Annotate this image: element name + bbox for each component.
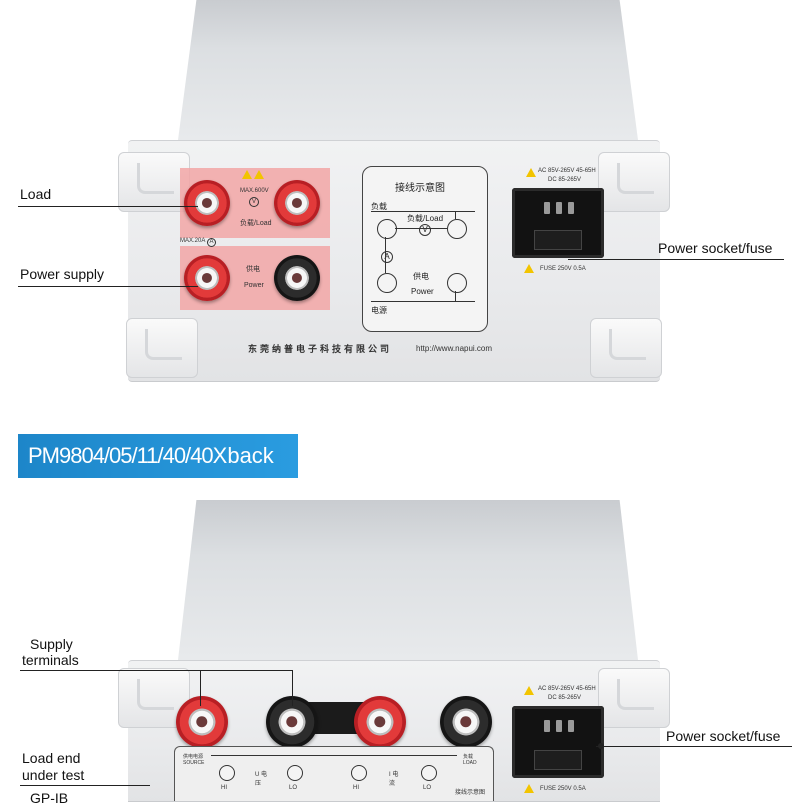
banner-model: PM9804/05/11/40/40X <box>28 443 227 468</box>
power-socket[interactable] <box>512 188 604 258</box>
strip-load-label: 负载 LOAD <box>463 754 477 766</box>
wiring-diagram-line <box>395 228 447 229</box>
socket-ac-spec: AC 85V-265V 45-65H <box>538 686 596 692</box>
strip-hi-left: HI <box>221 785 227 791</box>
load-terminal-right[interactable] <box>274 180 320 226</box>
socket-fuse-spec: FUSE 250V 0.5A <box>540 786 586 792</box>
warning-icon <box>242 170 252 179</box>
wiring-diagram-power-mid: Power <box>411 287 434 296</box>
supply-terminal-right[interactable] <box>274 255 320 301</box>
strip-diagram-label: 接线示意图 <box>455 790 486 796</box>
wiring-diagram-a-symbol: A <box>381 251 393 263</box>
wiring-diagram-source-side: 电源 <box>371 306 387 315</box>
wiring-diagram-load-side: 负载 <box>371 202 387 211</box>
wiring-diagram-line <box>371 301 475 302</box>
wiring-diagram-node <box>377 273 397 293</box>
load-terminal-left[interactable] <box>184 180 230 226</box>
warning-icon <box>524 784 534 793</box>
warning-icon <box>524 686 534 695</box>
strip-node <box>351 765 367 781</box>
banner-suffix: back <box>227 443 274 468</box>
max-current-label: MAX.20A <box>180 238 206 244</box>
wiring-diagram-line <box>385 237 386 273</box>
socket-fuse-spec: FUSE 250V 0.5A <box>540 266 586 272</box>
wiring-diagram-supply-mid: 供电 <box>413 272 429 281</box>
socket-pin <box>556 720 562 732</box>
callout-leader <box>568 259 784 260</box>
strip-node <box>287 765 303 781</box>
load-terminal-lo[interactable] <box>440 696 492 748</box>
wiring-diagram-node <box>377 219 397 239</box>
wiring-diagram-node <box>447 219 467 239</box>
wiring-diagram-line <box>455 211 456 219</box>
callout-load-end-line2: under test <box>22 767 85 783</box>
top-device-lid <box>178 0 638 140</box>
callout-leader <box>200 670 201 706</box>
corner-foot-top-right <box>598 152 670 212</box>
wiring-diagram-line <box>371 211 475 212</box>
strip-node <box>421 765 437 781</box>
callout-leader <box>20 785 150 786</box>
warning-icon <box>254 170 264 179</box>
wiring-diagram-node <box>447 273 467 293</box>
strip-lo-left: LO <box>289 785 298 791</box>
corner-foot-bottom-left <box>126 318 198 378</box>
bottom-device-lid <box>178 500 638 660</box>
warning-icon <box>526 168 536 177</box>
socket-dc-spec: DC 85-265V <box>548 695 582 701</box>
socket-pin <box>568 720 574 732</box>
load-terminal-hi[interactable] <box>354 696 406 748</box>
terminal-label-strip: 供电电源 SOURCE 负载 LOAD HI LO U 电压 I 电流 HI L… <box>174 746 494 801</box>
load-label: 负载/Load <box>240 220 272 227</box>
wiring-diagram: 接线示意图 负载 负载/Load V A 供电 Power 电源 <box>362 166 488 332</box>
power-socket[interactable] <box>512 706 604 778</box>
socket-dc-spec: DC 85-265V <box>548 177 582 183</box>
wiring-diagram-line <box>455 291 456 301</box>
callout-dot <box>598 743 604 749</box>
fuse-drawer[interactable] <box>534 750 582 770</box>
corner-foot-top-right <box>598 668 670 728</box>
strip-node <box>219 765 235 781</box>
supply-terminal-left[interactable] <box>184 255 230 301</box>
warning-icon <box>524 264 534 273</box>
socket-pin <box>568 202 574 214</box>
ammeter-symbol: A <box>207 238 216 247</box>
corner-foot-bottom-right <box>590 318 662 378</box>
power-label: Power <box>244 282 264 289</box>
socket-pin <box>556 202 562 214</box>
callout-power-socket-fuse: Power socket/fuse <box>658 240 773 256</box>
strip-line <box>211 755 457 756</box>
supply-label: 供电 <box>246 266 260 273</box>
fuse-drawer[interactable] <box>534 230 582 250</box>
callout-load-end-line1: Load end <box>22 750 81 766</box>
callout-power-socket-fuse: Power socket/fuse <box>666 728 781 744</box>
callout-power-supply: Power supply <box>20 266 105 282</box>
wiring-diagram-title: 接线示意图 <box>395 183 445 194</box>
company-url: http://www.napui.com <box>416 344 493 353</box>
callout-supply-terminals-line2: terminals <box>22 652 79 668</box>
source-terminal-hi[interactable] <box>176 696 228 748</box>
callout-leader <box>596 746 792 747</box>
max-voltage-label: MAX.600V <box>240 188 269 194</box>
voltmeter-symbol: V <box>249 197 259 207</box>
socket-pin <box>544 202 550 214</box>
callout-leader <box>18 206 198 207</box>
strip-u-label: U 电压 <box>255 772 268 787</box>
socket-ac-spec: AC 85V-265V 45-65H <box>538 168 596 174</box>
wiring-diagram-v-symbol: V <box>419 224 431 236</box>
strip-i-label: I 电流 <box>389 772 399 787</box>
socket-pin <box>544 720 550 732</box>
callout-leader <box>292 670 293 706</box>
strip-hi-right: HI <box>353 785 359 791</box>
callout-leader <box>20 670 292 671</box>
callout-cutoff: GP-IB <box>30 790 69 806</box>
strip-lo-right: LO <box>423 785 432 791</box>
strip-source-label: 供电电源 SOURCE <box>183 754 205 766</box>
callout-load: Load <box>20 186 52 202</box>
callout-leader <box>18 286 198 287</box>
wiring-diagram-load-mid: 负载/Load <box>407 214 444 223</box>
company-name: 东莞纳普电子科技有限公司 <box>248 344 393 354</box>
callout-supply-terminals-line1: Supply <box>30 636 73 652</box>
model-banner: PM9804/05/11/40/40X back <box>18 434 298 478</box>
